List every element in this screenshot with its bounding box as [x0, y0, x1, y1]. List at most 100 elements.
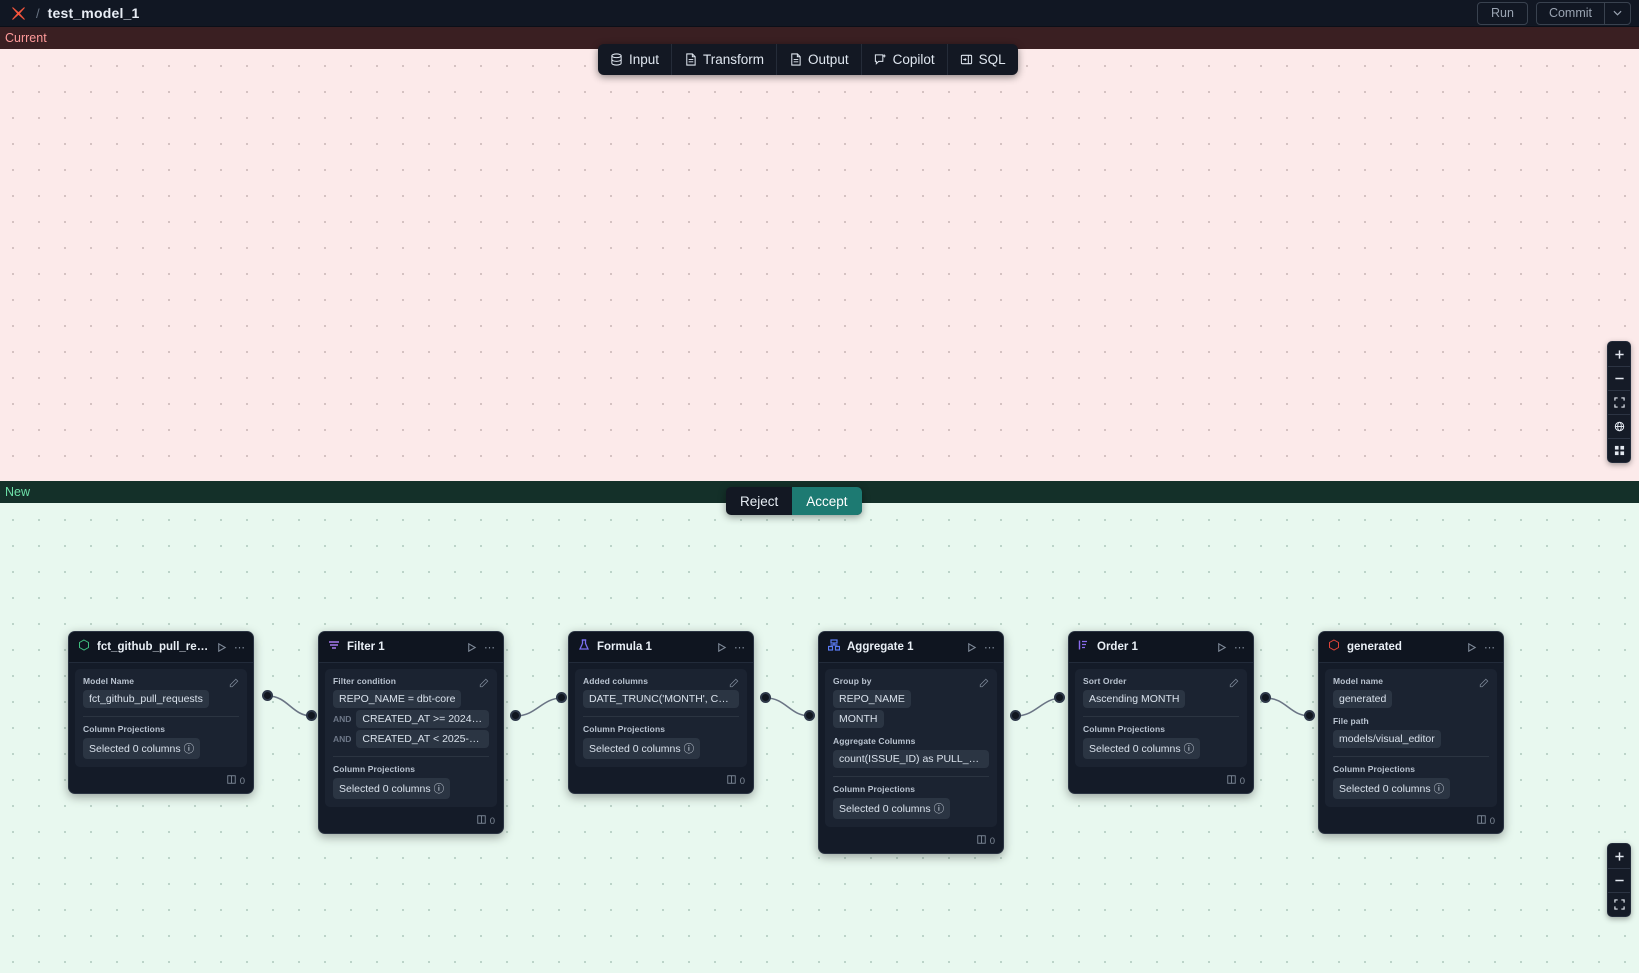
condition-pill[interactable]: CREATED_AT >= 2024-12-01 — [356, 710, 489, 729]
value-pill[interactable]: models/visual_editor — [1333, 730, 1441, 749]
condition-pill[interactable]: REPO_NAME = dbt-core — [333, 690, 462, 708]
condition-pill[interactable]: CREATED_AT < 2025-03-01 — [356, 730, 489, 749]
reject-button[interactable]: Reject — [740, 493, 779, 509]
pencil-icon[interactable] — [1479, 675, 1489, 693]
ellipsis-icon[interactable]: ⋯ — [1484, 641, 1495, 654]
value-pill[interactable]: Selected 0 columns ⓘ — [1083, 738, 1201, 760]
port-filter-out[interactable] — [510, 710, 521, 721]
node-footer: 0 — [1319, 813, 1503, 833]
columns-icon — [727, 775, 736, 787]
row-count: 0 — [739, 775, 745, 787]
pencil-icon[interactable] — [479, 675, 489, 693]
minus-icon[interactable] — [1608, 868, 1630, 892]
port-order-in[interactable] — [1054, 692, 1065, 703]
globe-icon[interactable] — [1608, 414, 1630, 438]
value-pill[interactable]: Ascending MONTH — [1083, 690, 1186, 708]
value-pill[interactable]: Selected 0 columns ⓘ — [583, 738, 701, 760]
filter-icon — [328, 638, 340, 656]
section-label: Added columns — [583, 676, 649, 686]
info-icon[interactable]: ⓘ — [433, 783, 445, 796]
port-generated-in[interactable] — [1304, 710, 1315, 721]
plus-icon[interactable] — [1608, 844, 1630, 868]
value-pill[interactable]: DATE_TRUNC('MONTH', CREATED_AT... — [583, 690, 739, 708]
value-pill[interactable]: REPO_NAME — [833, 690, 911, 708]
port-formula-in[interactable] — [556, 692, 567, 703]
section-label: Column Projections — [1333, 764, 1416, 775]
node-order-1[interactable]: Order 1 ⋯ Sort Order Ascending MONTH Col… — [1068, 631, 1254, 795]
ellipsis-icon[interactable]: ⋯ — [1234, 641, 1245, 654]
node-filter-1[interactable]: Filter 1 ⋯ Filter condition REPO_NAME = … — [318, 631, 504, 835]
play-icon[interactable] — [216, 642, 227, 653]
port-formula-out[interactable] — [760, 692, 771, 703]
plus-icon[interactable] — [1608, 342, 1630, 366]
play-icon[interactable] — [1466, 642, 1477, 653]
row-count: 0 — [489, 815, 495, 827]
ellipsis-icon[interactable]: ⋯ — [484, 641, 495, 654]
columns-icon — [1227, 775, 1236, 787]
value-pill[interactable]: count(ISSUE_ID) as PULL_REQUEST_... — [833, 750, 989, 769]
play-icon[interactable] — [1216, 642, 1227, 653]
info-icon[interactable]: ⓘ — [183, 743, 195, 756]
toolbar-item-output[interactable]: Output — [776, 44, 861, 75]
chevron-down-icon[interactable] — [1604, 2, 1630, 24]
port-aggregate-out[interactable] — [1010, 710, 1021, 721]
port-filter-in[interactable] — [306, 710, 317, 721]
value-pill[interactable]: Selected 0 columns ⓘ — [333, 778, 451, 800]
ellipsis-icon[interactable]: ⋯ — [734, 641, 745, 654]
section-label: Model Name — [83, 676, 135, 686]
value-pill[interactable]: Selected 0 columns ⓘ — [1333, 778, 1451, 800]
canvas-new[interactable]: New fct_github_pull_requests ⋯ Mo — [0, 481, 1639, 973]
node-generated[interactable]: generated ⋯ Model name generated File pa… — [1318, 631, 1504, 835]
flask-icon — [578, 638, 590, 656]
fit-screen-icon[interactable] — [1608, 892, 1630, 916]
node-title: fct_github_pull_requests — [97, 641, 209, 653]
pencil-icon[interactable] — [979, 675, 989, 693]
sparkle-chat-icon — [874, 53, 887, 66]
section-column-projections: Column Projections Selected 0 columns ⓘ — [583, 724, 739, 760]
canvas-current[interactable]: Current — [0, 27, 1639, 481]
pill-text: Selected 0 columns — [1339, 783, 1431, 796]
port-order-out[interactable] — [1260, 692, 1271, 703]
grid-icon[interactable] — [1608, 438, 1630, 462]
info-icon[interactable]: ⓘ — [1183, 743, 1195, 756]
toolbar-item-copilot[interactable]: Copilot — [860, 44, 947, 75]
value-pill[interactable]: generated — [1333, 690, 1393, 708]
value-pill[interactable]: Selected 0 columns ⓘ — [833, 798, 951, 820]
port-source-out[interactable] — [262, 690, 273, 701]
play-icon[interactable] — [716, 642, 727, 653]
commit-button[interactable]: Commit — [1548, 5, 1592, 20]
info-icon[interactable]: ⓘ — [1433, 783, 1445, 796]
fit-screen-icon[interactable] — [1608, 390, 1630, 414]
port-aggregate-in[interactable] — [804, 710, 815, 721]
node-fct-github-pull-requests[interactable]: fct_github_pull_requests ⋯ Model Name fc… — [68, 631, 254, 795]
node-title: Order 1 — [1097, 641, 1138, 653]
pane-label-current-text: Current — [5, 31, 47, 45]
pencil-icon[interactable] — [729, 675, 739, 693]
node-header: generated ⋯ — [1319, 632, 1503, 663]
commit-split-button[interactable]: Commit — [1535, 1, 1631, 25]
value-pill[interactable]: MONTH — [833, 710, 884, 729]
accept-button[interactable]: Accept — [792, 487, 862, 515]
ellipsis-icon[interactable]: ⋯ — [234, 641, 245, 654]
toolbar-item-input[interactable]: Input — [598, 44, 671, 75]
node-aggregate-1[interactable]: Aggregate 1 ⋯ Group by REPO_NAME MONTH A… — [818, 631, 1004, 855]
toolbar-item-label: Input — [629, 52, 660, 67]
value-row: MONTH — [833, 710, 989, 729]
pencil-icon[interactable] — [229, 675, 239, 693]
x-logo-icon[interactable] — [8, 3, 28, 23]
run-button[interactable]: Run — [1477, 1, 1528, 25]
info-icon[interactable]: ⓘ — [683, 743, 695, 756]
pill-text: Selected 0 columns — [89, 743, 181, 756]
pencil-icon[interactable] — [1229, 675, 1239, 693]
node-formula-1[interactable]: Formula 1 ⋯ Added columns DATE_TRUNC('MO… — [568, 631, 754, 795]
play-icon[interactable] — [466, 642, 477, 653]
toolbar-item-sql[interactable]: SQL — [946, 44, 1018, 75]
minus-icon[interactable] — [1608, 366, 1630, 390]
play-icon[interactable] — [966, 642, 977, 653]
info-icon[interactable]: ⓘ — [933, 803, 945, 816]
value-pill[interactable]: fct_github_pull_requests — [83, 690, 209, 708]
toolbar-item-transform[interactable]: Transform — [671, 44, 776, 75]
value-pill[interactable]: Selected 0 columns ⓘ — [83, 738, 201, 760]
ellipsis-icon[interactable]: ⋯ — [984, 641, 995, 654]
columns-icon — [1477, 815, 1486, 827]
